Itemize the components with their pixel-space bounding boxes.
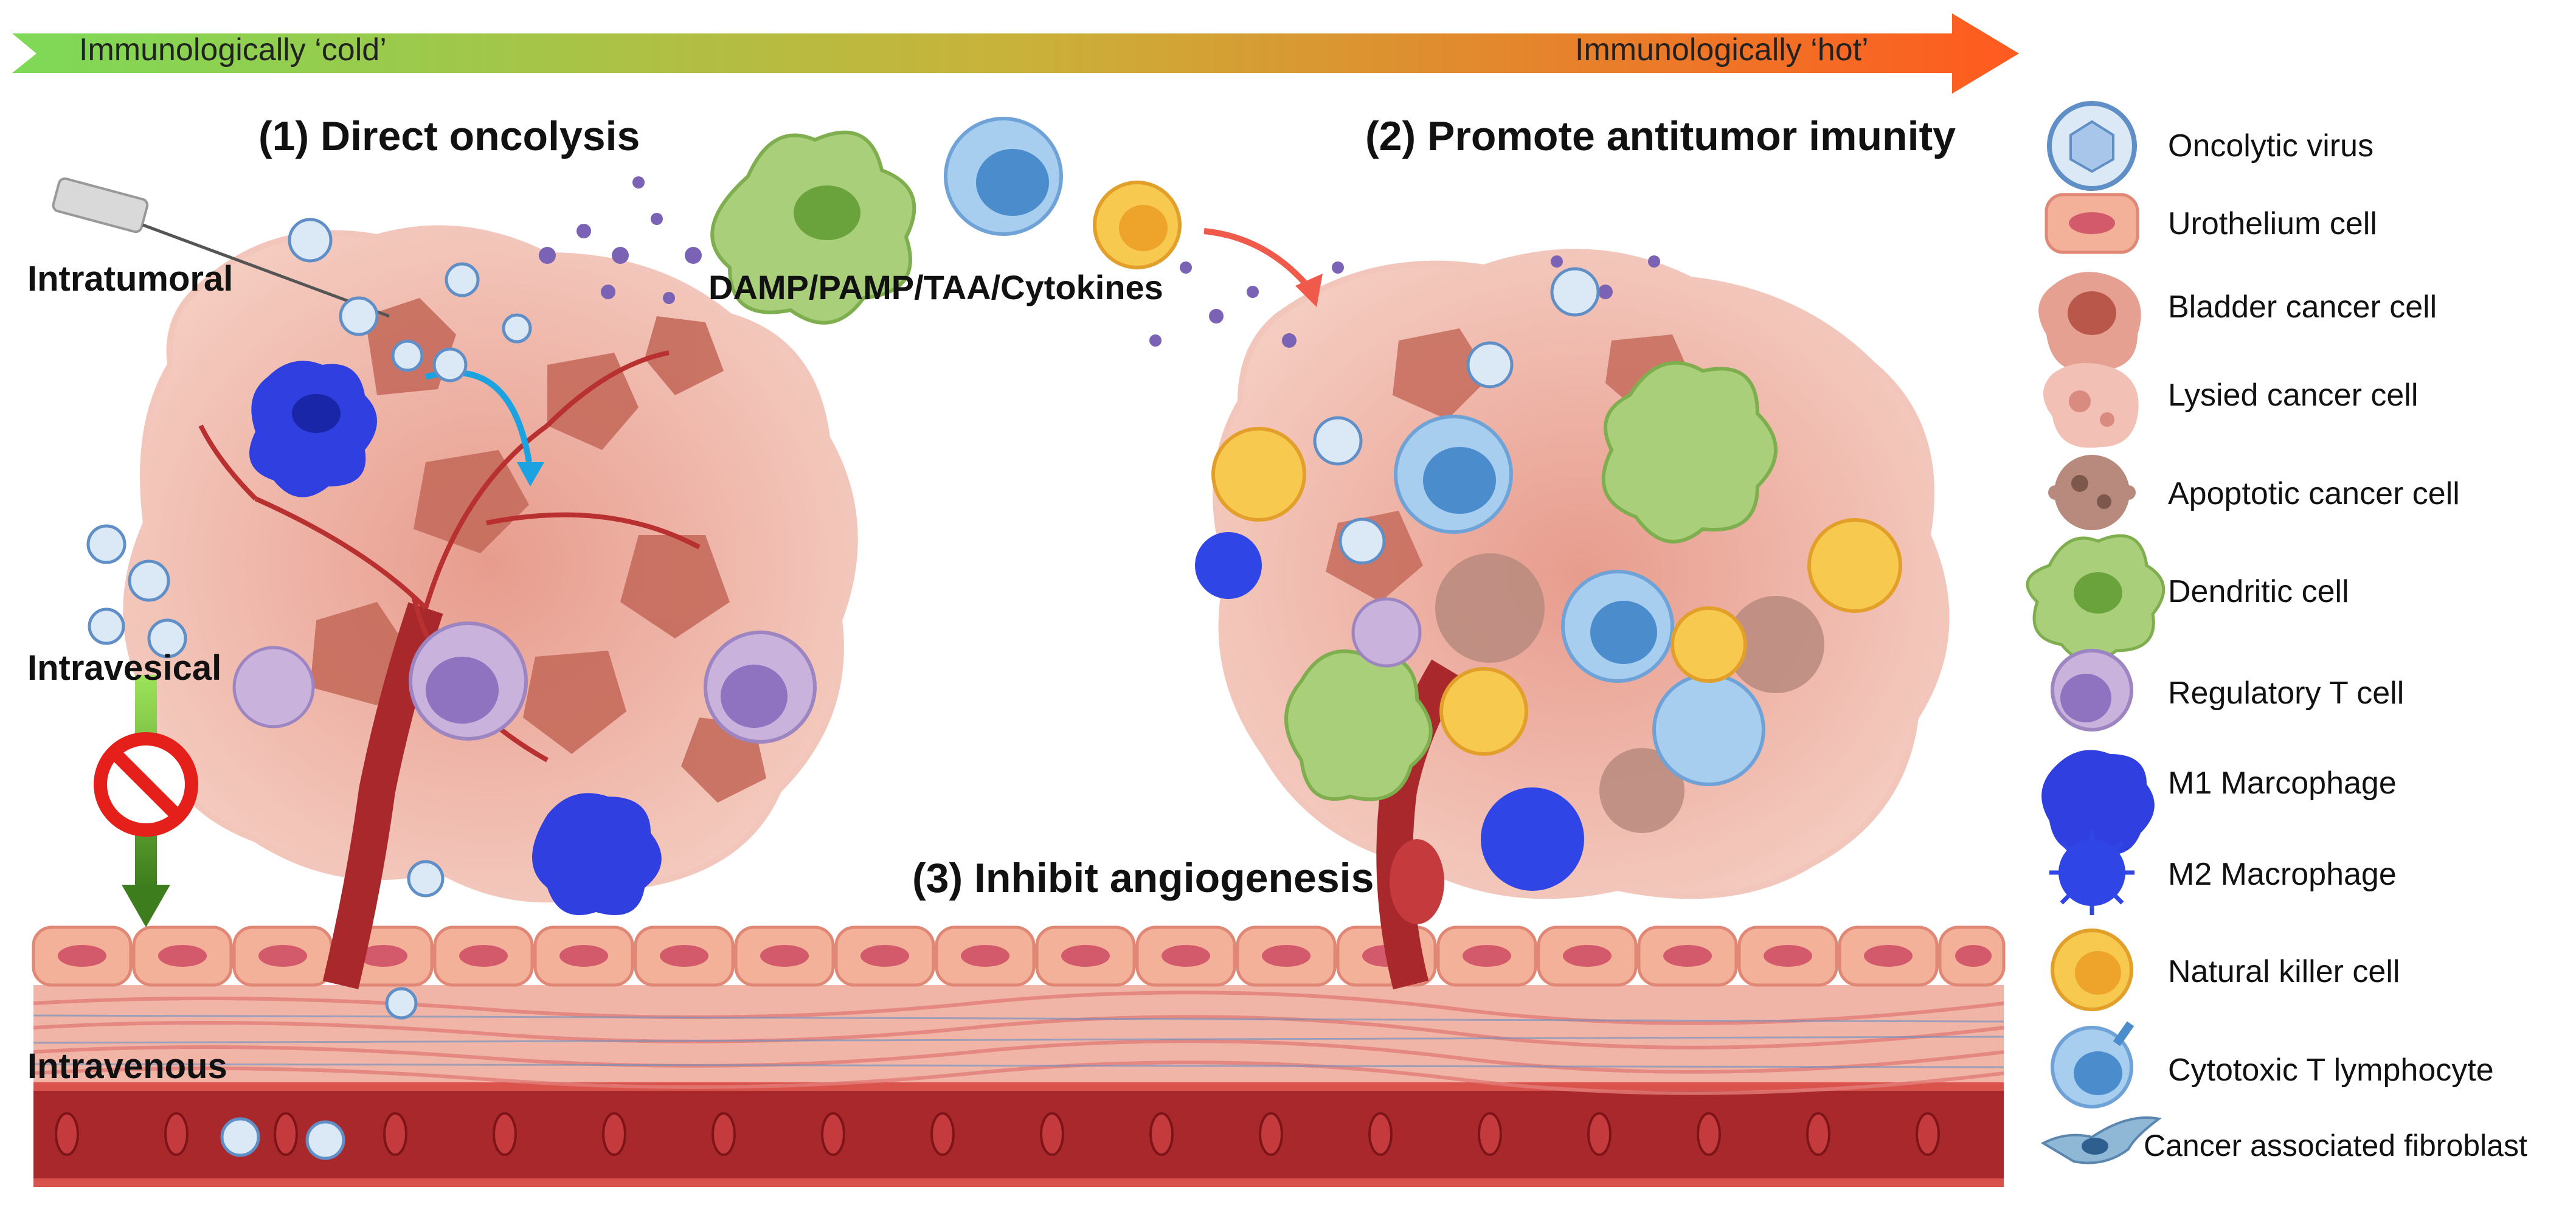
- angiogenesis-title: (3) Inhibit angiogenesis: [912, 855, 1374, 901]
- legend-label-bladder-cancer-cell: Bladder cancer cell: [2168, 289, 2437, 325]
- legend-label-m1-macrophage: M1 Marcophage: [2168, 766, 2397, 801]
- direct-oncolysis-title: (1) Direct oncolysis: [258, 113, 640, 159]
- nk-cell-top: [1093, 181, 1182, 269]
- natural-killer-cell-icon: [2051, 929, 2133, 1011]
- apoptotic-cancer-cell-icon: [2048, 455, 2136, 530]
- migration-arrow: [1203, 228, 1310, 288]
- gradient-hot-label: Immunologically ‘hot’: [1575, 32, 1869, 67]
- gradient-cold-label: Immunologically ‘cold’: [79, 32, 387, 67]
- bladder-cancer-cell-icon: [2038, 272, 2141, 372]
- legend-label-m2-macrophage: M2 Macrophage: [2168, 857, 2397, 892]
- legend-label-dendritic-cell: Dendritic cell: [2168, 574, 2349, 609]
- m1-macrophage-bottom: [532, 793, 662, 915]
- cytotoxic-t-lymphocyte-icon: [2051, 1021, 2135, 1108]
- connective-tissue-layer: [33, 985, 2004, 1095]
- released-particles: [539, 176, 1660, 348]
- regulatory-t-cell-icon: [2051, 649, 2133, 731]
- route-intravesical: Intravesical: [27, 648, 222, 688]
- legend-label-urothelium-cell: Urothelium cell: [2168, 206, 2377, 241]
- urothelium-cell-icon: [2045, 193, 2139, 254]
- cancer-associated-fibroblast-icon: [2040, 1116, 2162, 1164]
- oncolytic-virus-icon: [2047, 101, 2137, 191]
- oncolytic-virus-particles: [86, 218, 1600, 1160]
- antitumor-immunity-title: (2) Promote antitumor imunity: [1365, 113, 1956, 159]
- route-intratumoral: Intratumoral: [27, 259, 234, 299]
- urothelium-nuclei: [58, 945, 1992, 967]
- legend-label-apoptotic-cancer-cell: Apoptotic cancer cell: [2168, 476, 2460, 511]
- angiogenesis-knot: [1390, 839, 1444, 924]
- legend-label-regulatory-t-cell: Regulatory T cell: [2168, 676, 2405, 711]
- m2-macrophage-icon: [2049, 830, 2135, 915]
- blood-vessel-layer: [33, 1082, 2004, 1187]
- legend-label-cytotoxic-t-lymphocyte: Cytotoxic T lymphocyte: [2168, 1053, 2494, 1088]
- release-label: DAMP/PAMP/TAA/Cytokines: [708, 268, 1163, 306]
- legend-icons: [2026, 101, 2166, 1164]
- legend-label-lysed-cancer-cell: Lysied cancer cell: [2168, 378, 2418, 413]
- m1-macrophage-left: [249, 361, 377, 497]
- cold-tumor: [123, 225, 858, 989]
- dendritic-cell-top: [710, 130, 916, 325]
- prohibit-icon: [94, 732, 198, 837]
- legend-label-oncolytic-virus: Oncolytic virus: [2168, 128, 2374, 164]
- legend-label-cancer-associated-fibroblast: Cancer associated fibroblast: [2144, 1129, 2527, 1163]
- cytotoxic-t-cell-top: [944, 117, 1063, 236]
- dendritic-cell-icon: [2026, 534, 2166, 663]
- regulatory-t-cell-left: [232, 621, 817, 744]
- hot-tumor-cells: [1195, 361, 1902, 891]
- immunity-gradient-arrow: [12, 13, 2019, 94]
- m1-macrophage-icon: [2041, 750, 2155, 855]
- lysed-cancer-cell-icon: [2043, 363, 2139, 448]
- legend-label-natural-killer-cell: Natural killer cell: [2168, 954, 2400, 989]
- route-intravenous: Intravenous: [27, 1046, 227, 1086]
